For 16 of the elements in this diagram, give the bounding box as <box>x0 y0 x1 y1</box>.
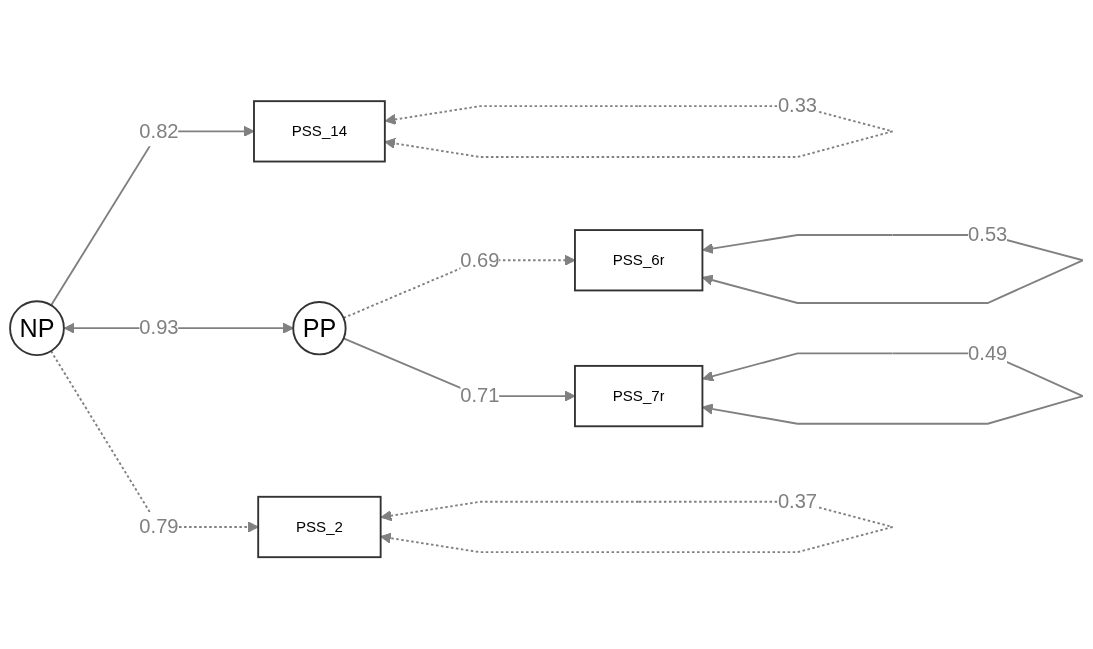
edge-label: 0.37 <box>777 490 818 513</box>
edge-label: 0.79 <box>139 516 179 538</box>
node-box: PSS_6r <box>574 229 704 292</box>
node-circle: NP <box>9 300 65 357</box>
node-box: PSS_14 <box>253 100 386 163</box>
edge-label: 0.69 <box>460 249 500 271</box>
arrow <box>50 350 259 533</box>
edge-label: 0.71 <box>460 385 500 407</box>
node-circle: PP <box>292 301 347 356</box>
edge-label: 0.49 <box>968 342 1008 364</box>
edge-label: 0.93 <box>139 317 179 339</box>
node-box: PSS_2 <box>257 496 382 559</box>
node-box: PSS_7r <box>574 365 704 428</box>
edge-label: 0.82 <box>139 120 179 142</box>
edge-label: 0.53 <box>968 224 1008 246</box>
edge-label: 0.33 <box>777 95 818 117</box>
